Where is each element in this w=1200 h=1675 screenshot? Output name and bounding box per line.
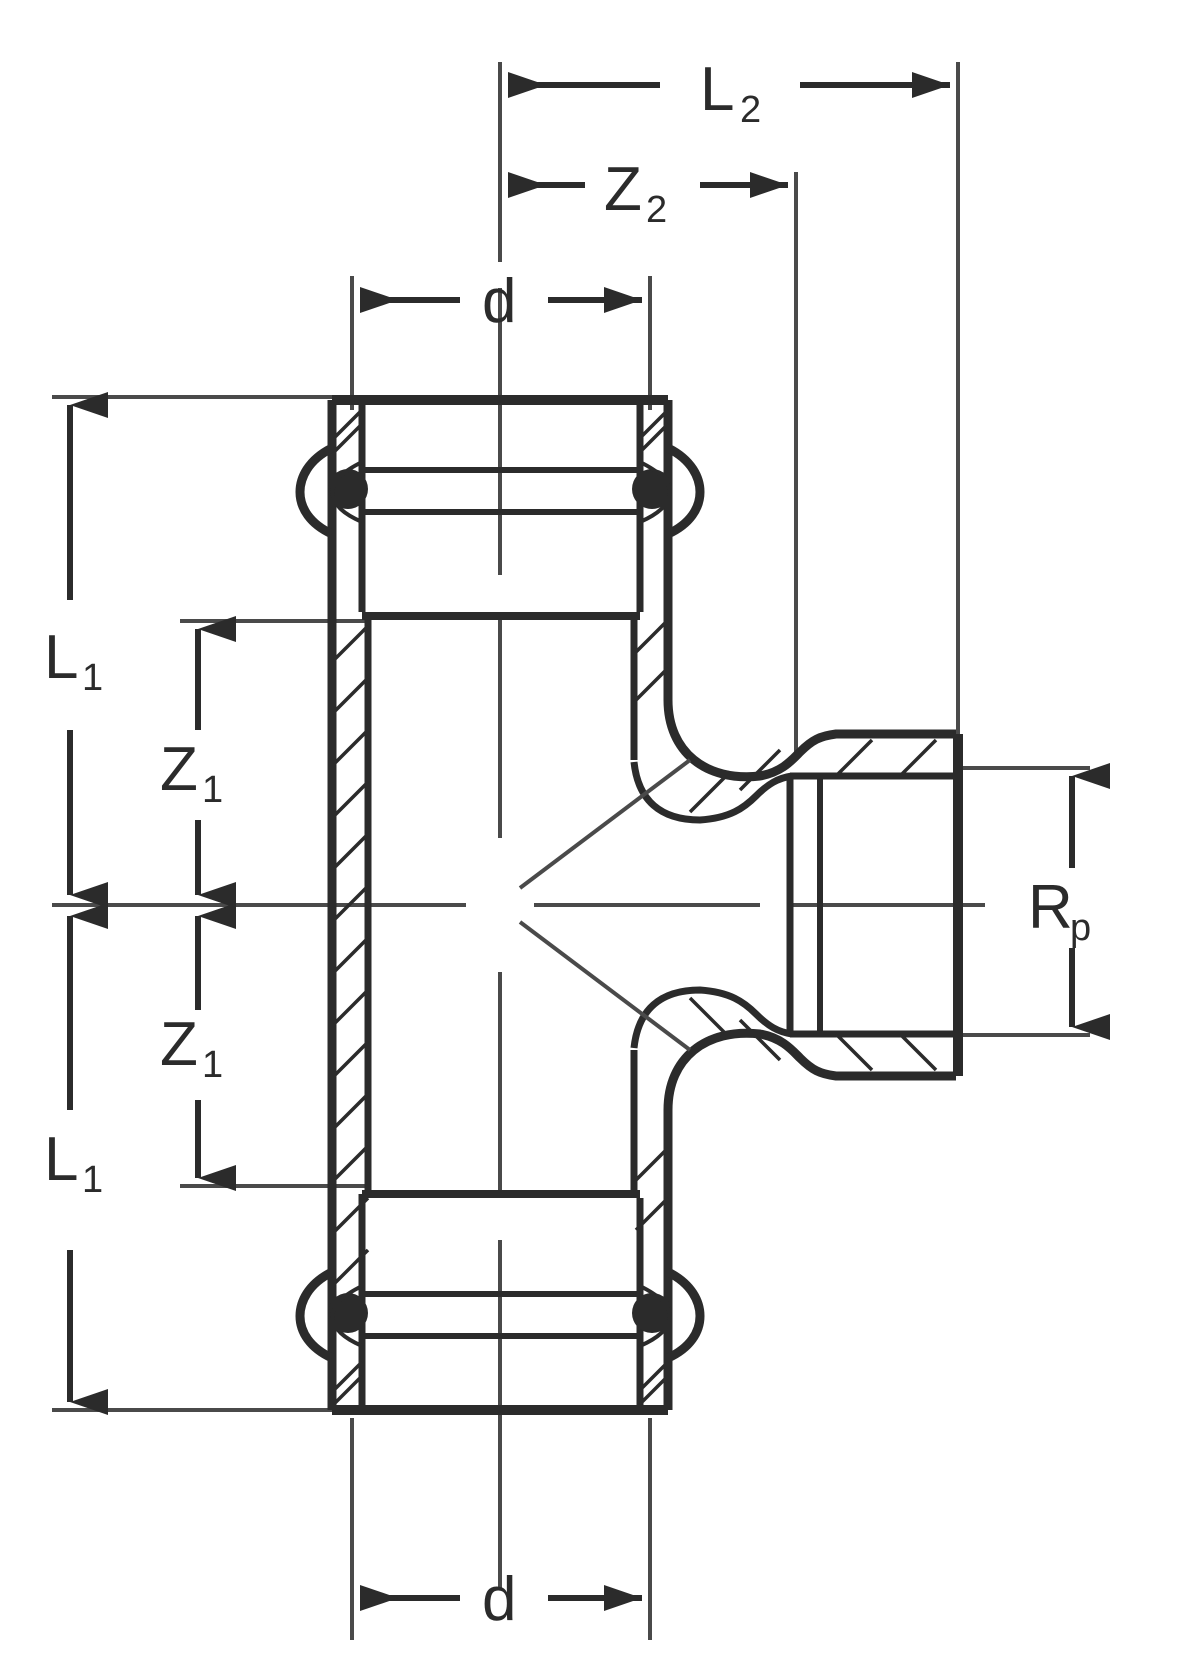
press-bead-top-left-inner xyxy=(329,460,363,524)
dim-label-l2-base: L xyxy=(700,55,734,124)
dim-label-d-bottom: d xyxy=(482,1565,516,1634)
press-bead-top-right xyxy=(665,443,705,539)
dimension-lines xyxy=(67,72,1110,1611)
dim-label-l1-upper-sub: 1 xyxy=(82,657,103,699)
press-bead-top-right-inner xyxy=(639,460,673,524)
dim-label-d-top: d xyxy=(482,267,516,336)
press-bead-top-left xyxy=(295,443,335,539)
branch-lower-inner-fillet xyxy=(630,986,956,1049)
dim-label-l1-upper-base: L xyxy=(44,623,78,692)
press-bead-bottom-right-inner xyxy=(639,1284,673,1348)
dim-label-z1-upper-base: Z xyxy=(160,735,198,804)
branch-lower-outer-fillet xyxy=(663,1028,956,1111)
dim-label-z1-lower-base: Z xyxy=(160,1010,198,1079)
press-bead-bottom-left xyxy=(295,1267,335,1363)
section-hatching xyxy=(332,408,938,1406)
dim-label-rp-base: R xyxy=(1028,873,1073,942)
branch-upper-inner-fillet xyxy=(630,761,956,824)
dimension-labels: L 2 Z 2 d d L 1 Z 1 Z 1 L 1 R p xyxy=(44,55,1091,1634)
press-bead-bottom-right xyxy=(665,1267,705,1363)
dim-label-l1-lower-base: L xyxy=(44,1125,78,1194)
dim-label-l2-sub: 2 xyxy=(740,89,761,131)
press-bead-bottom-left-inner xyxy=(329,1284,363,1348)
branch-upper-outer-fillet xyxy=(663,699,956,782)
dim-label-z2-sub: 2 xyxy=(646,189,667,231)
junction-cone-line-upper xyxy=(518,758,692,890)
dim-label-l1-lower-sub: 1 xyxy=(82,1159,103,1201)
dim-label-z2-base: Z xyxy=(604,155,642,224)
fitting-body xyxy=(295,395,963,1415)
dim-label-z1-lower-sub: 1 xyxy=(202,1044,223,1086)
dim-label-rp-sub: p xyxy=(1070,907,1091,949)
junction-cone-line-lower xyxy=(518,920,692,1052)
dim-label-z1-upper-sub: 1 xyxy=(202,769,223,811)
